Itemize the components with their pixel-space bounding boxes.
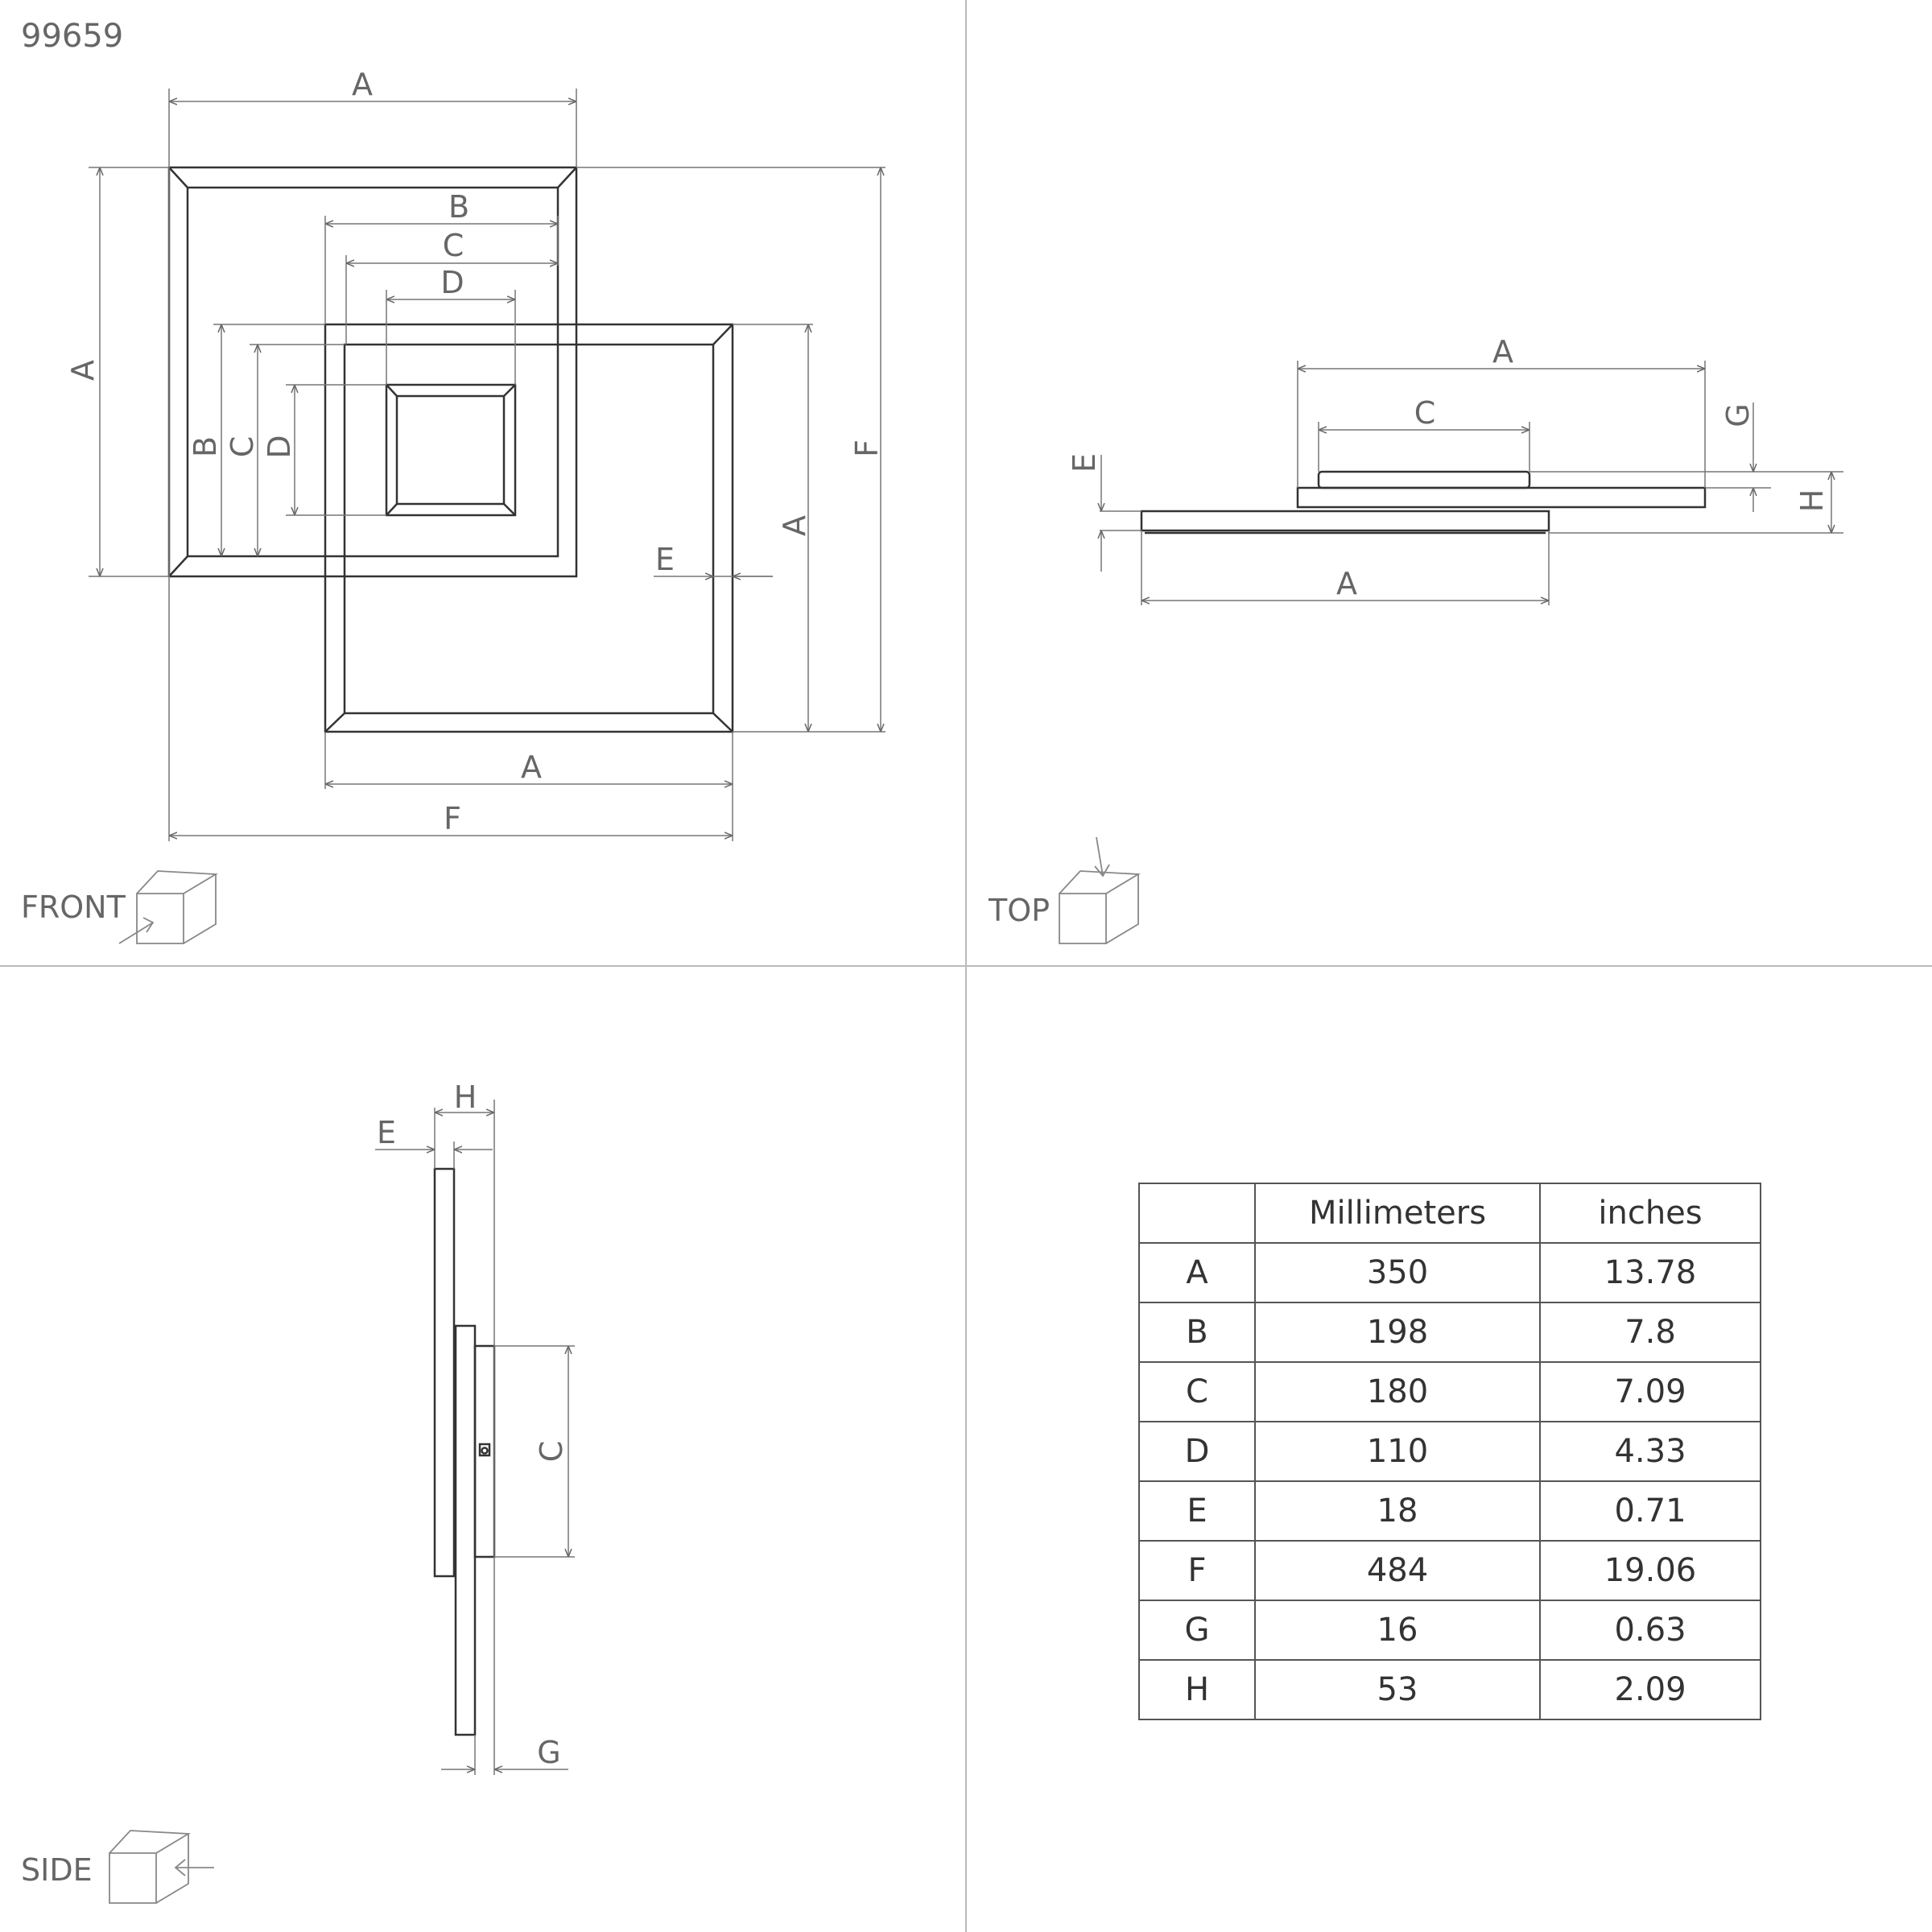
row-mm: 350 bbox=[1254, 1242, 1541, 1303]
top-label-e: E bbox=[1067, 453, 1102, 473]
row-label: E bbox=[1138, 1480, 1256, 1542]
side-label-g: G bbox=[537, 1735, 560, 1770]
row-label: G bbox=[1138, 1600, 1256, 1661]
table-row: G 16 0.63 bbox=[1138, 1600, 1761, 1661]
row-inches: 7.09 bbox=[1539, 1361, 1761, 1422]
front-label-b-left: B bbox=[188, 436, 223, 457]
row-mm: 484 bbox=[1254, 1540, 1541, 1601]
front-label-d-left: D bbox=[262, 435, 297, 458]
front-label-c-left: C bbox=[225, 436, 260, 458]
row-mm: 198 bbox=[1254, 1302, 1541, 1363]
table-row: A 350 13.78 bbox=[1138, 1242, 1761, 1303]
table-row: F 484 19.06 bbox=[1138, 1540, 1761, 1601]
dimensions-table-wrap: Millimeters inches A 350 13.78 B 198 7.8… bbox=[1138, 1183, 1761, 1720]
front-label-a-top: A bbox=[352, 67, 373, 102]
row-inches: 0.71 bbox=[1539, 1480, 1761, 1542]
top-view bbox=[1140, 470, 1707, 535]
table-row: C 180 7.09 bbox=[1138, 1361, 1761, 1422]
side-cube-icon bbox=[109, 1830, 214, 1904]
row-mm: 18 bbox=[1254, 1480, 1541, 1542]
front-label-f-bottom: F bbox=[444, 801, 461, 836]
table-row: D 110 4.33 bbox=[1138, 1421, 1761, 1482]
top-label-a-upper: A bbox=[1492, 334, 1513, 369]
top-label-a-lower: A bbox=[1336, 566, 1357, 601]
row-label: F bbox=[1138, 1540, 1256, 1601]
table-row: H 53 2.09 bbox=[1138, 1659, 1761, 1720]
row-label: A bbox=[1138, 1242, 1256, 1303]
top-dimensions bbox=[1100, 361, 1843, 605]
front-view-label: FRONT bbox=[21, 890, 126, 925]
top-view-label: TOP bbox=[988, 893, 1050, 928]
row-label: B bbox=[1138, 1302, 1256, 1363]
dimensions-table: Millimeters inches A 350 13.78 B 198 7.8… bbox=[1138, 1183, 1761, 1720]
front-dimensions bbox=[89, 89, 886, 841]
table-row: B 198 7.8 bbox=[1138, 1302, 1761, 1363]
row-inches: 2.09 bbox=[1539, 1659, 1761, 1720]
table-header-inches: inches bbox=[1539, 1183, 1761, 1244]
top-label-h: H bbox=[1794, 489, 1830, 513]
front-label-a-left: A bbox=[65, 360, 101, 381]
side-dimension-labels: H E G C bbox=[377, 1080, 569, 1770]
row-mm: 180 bbox=[1254, 1361, 1541, 1422]
side-label-c: C bbox=[534, 1441, 569, 1463]
row-mm: 53 bbox=[1254, 1659, 1541, 1720]
row-mm: 110 bbox=[1254, 1421, 1541, 1482]
top-cube-icon bbox=[1059, 836, 1141, 944]
side-dimensions bbox=[375, 1100, 575, 1775]
row-label: H bbox=[1138, 1659, 1256, 1720]
top-label-g: G bbox=[1720, 403, 1756, 427]
front-label-f-right: F bbox=[849, 440, 885, 457]
row-inches: 7.8 bbox=[1539, 1302, 1761, 1363]
row-label: D bbox=[1138, 1421, 1256, 1482]
front-label-b: B bbox=[448, 189, 469, 225]
row-mm: 16 bbox=[1254, 1600, 1541, 1661]
front-label-d: D bbox=[440, 265, 464, 300]
row-inches: 19.06 bbox=[1539, 1540, 1761, 1601]
row-label: C bbox=[1138, 1361, 1256, 1422]
table-row: E 18 0.71 bbox=[1138, 1480, 1761, 1542]
front-label-e: E bbox=[655, 542, 675, 577]
top-label-c: C bbox=[1414, 395, 1436, 431]
side-label-e: E bbox=[377, 1115, 396, 1150]
row-inches: 4.33 bbox=[1539, 1421, 1761, 1482]
product-code: 99659 bbox=[21, 18, 123, 55]
front-label-a-right: A bbox=[777, 515, 812, 536]
front-dimension-labels: A B C D A F E A B C D A F bbox=[65, 67, 885, 836]
table-header-millimeters: Millimeters bbox=[1254, 1183, 1541, 1244]
row-inches: 0.63 bbox=[1539, 1600, 1761, 1661]
side-view bbox=[433, 1167, 496, 1736]
table-header-row: Millimeters inches bbox=[1138, 1183, 1761, 1244]
front-label-a-bottom: A bbox=[521, 749, 542, 785]
table-header-blank bbox=[1138, 1183, 1256, 1244]
row-inches: 13.78 bbox=[1539, 1242, 1761, 1303]
side-view-label: SIDE bbox=[21, 1852, 93, 1888]
front-label-c: C bbox=[443, 228, 464, 263]
top-dimension-labels: A C A G H E bbox=[1067, 334, 1830, 601]
front-cube-icon bbox=[118, 870, 218, 944]
side-label-h: H bbox=[454, 1080, 477, 1115]
